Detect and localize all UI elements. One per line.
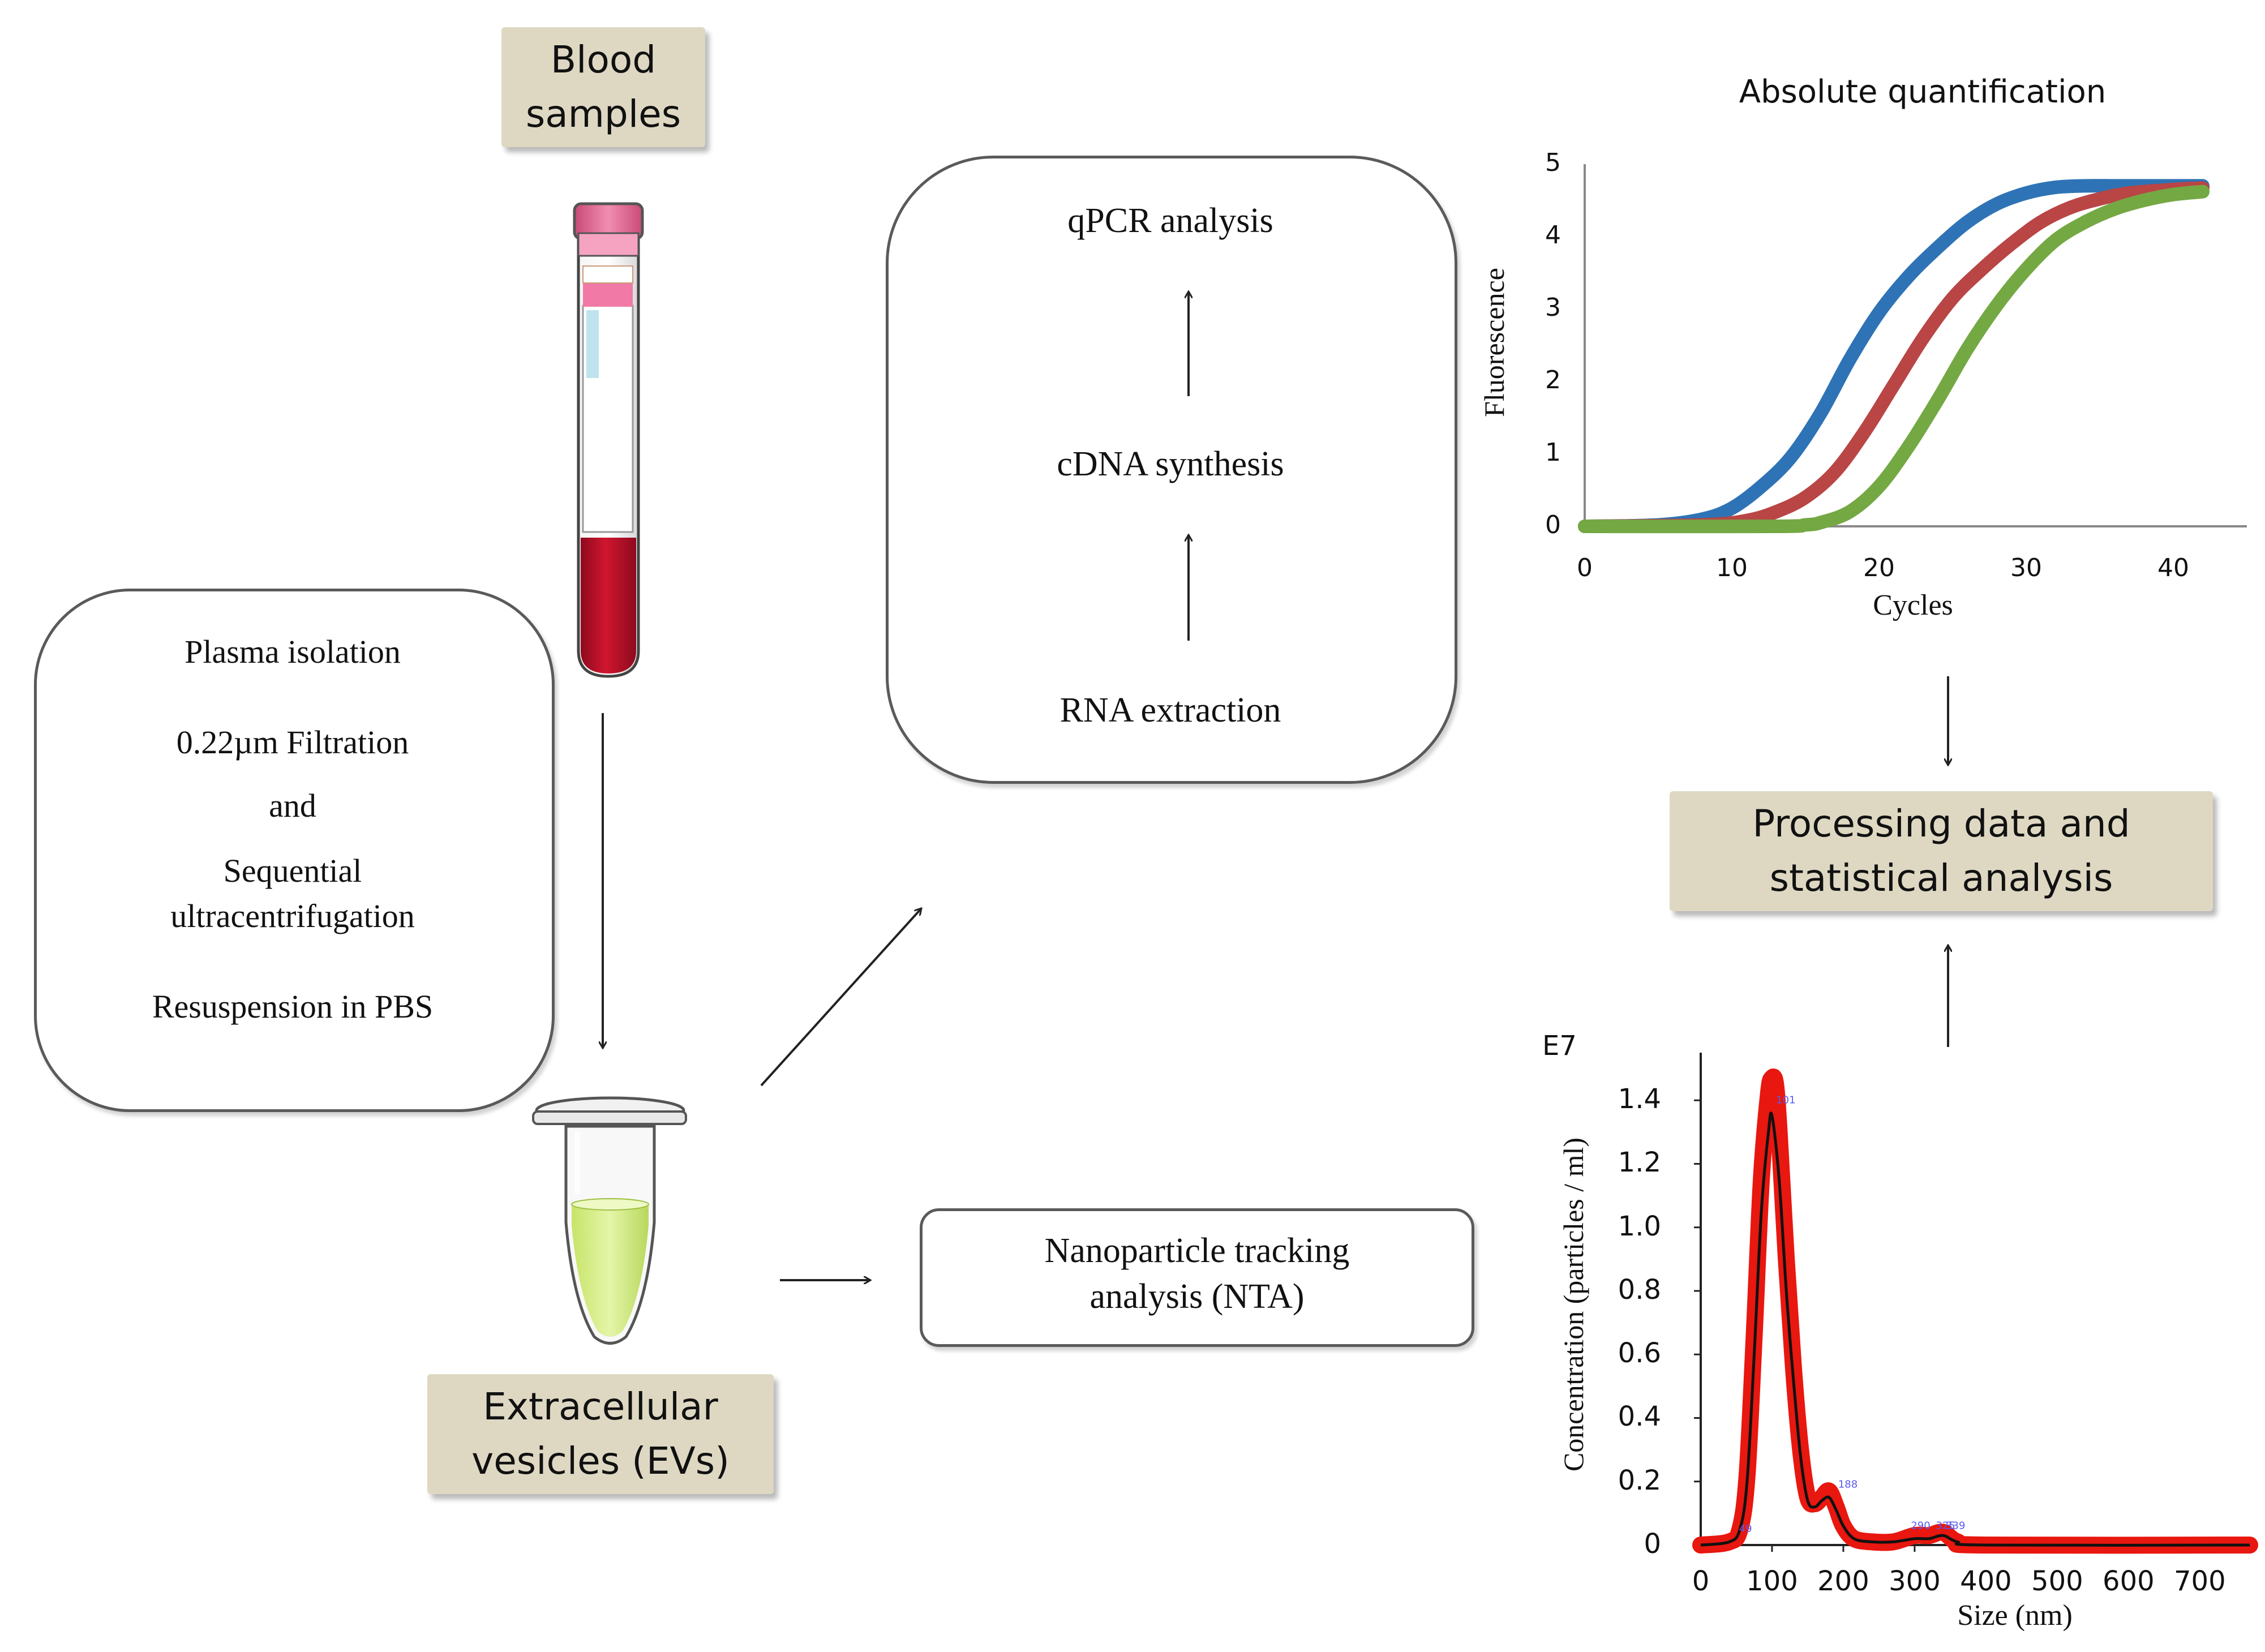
- nta-y-axis-label: Concentration (particles / ml): [1558, 1137, 1589, 1472]
- nta-y-multiplier: E7: [1542, 1030, 1577, 1062]
- qpcr-y-axis-label: Fluorescence: [1478, 268, 1510, 417]
- nta-text: Nanoparticle tracking analysis (NTA): [923, 1228, 1472, 1319]
- processing-line-1: Processing data and: [1752, 802, 2130, 846]
- nta-peak-label: 49: [1739, 1523, 1752, 1535]
- nta-peak-label: 325: [1936, 1520, 1955, 1532]
- plasma-isolation-text: Plasma isolation: [185, 633, 401, 670]
- nta-line-1: Nanoparticle tracking: [1044, 1232, 1350, 1270]
- plasma-isolation-box: [34, 589, 555, 1112]
- microtube-group: [532, 1096, 687, 1345]
- rna-extraction-step: RNA extraction: [1059, 691, 1281, 730]
- nta-line-2: analysis (NTA): [1089, 1277, 1305, 1316]
- nta-x-tick-label: 0: [1692, 1565, 1710, 1597]
- qpcr-x-tick-label: 20: [1863, 553, 1895, 582]
- blood-samples-line-1: Blood: [550, 38, 657, 82]
- cdna-synthesis-step: cDNA synthesis: [1057, 445, 1284, 483]
- nta-x-axis-label: Size (nm): [1957, 1599, 2073, 1632]
- qpcr-y-tick-label: 4: [1545, 221, 1561, 250]
- qpcr-amplification-curve: [1578, 181, 2210, 533]
- qpcr-x-tick-label: 0: [1577, 553, 1593, 582]
- qpcr-x-tick-label: 40: [2157, 553, 2189, 582]
- nta-y-tick-label: 0: [1644, 1528, 1661, 1560]
- nta-x-tick-label: 700: [2174, 1565, 2226, 1597]
- qpcr-y-tick-label: 2: [1545, 366, 1561, 394]
- qpcr-y-tick-label: 5: [1545, 148, 1561, 177]
- nta-x-tick-label: 600: [2103, 1565, 2155, 1597]
- nta-peak-label: 188: [1838, 1479, 1858, 1491]
- qpcr-x-tick-label: 10: [1716, 553, 1748, 582]
- nta-y-tick-label: 1.4: [1618, 1083, 1661, 1115]
- rna-workflow-box: [886, 156, 1457, 784]
- nta-y-tick-label: 1.2: [1618, 1147, 1661, 1179]
- nta-y-tick-label: 1.0: [1618, 1210, 1661, 1242]
- qpcr-chart-title: Absolute quantification: [1739, 74, 2107, 110]
- evs-label: Extracellular vesicles (EVs): [427, 1374, 774, 1494]
- qpcr-y-tick-label: 3: [1545, 293, 1561, 322]
- nta-peak-label: 290: [1911, 1520, 1930, 1532]
- filtration-text: 0.22µm Filtration: [176, 724, 409, 761]
- nta-y-tick-label: 0.2: [1618, 1464, 1661, 1496]
- evs-line-2: vesicles (EVs): [471, 1439, 730, 1483]
- blood-tube-group: [573, 202, 644, 678]
- nta-x-tick-label: 300: [1889, 1565, 1941, 1597]
- arrow-evs-to-workflow: [760, 908, 921, 1087]
- nta-y-tick-label: 0.8: [1618, 1273, 1661, 1306]
- qpcr-y-tick-label: 0: [1545, 510, 1561, 539]
- nta-box: [920, 1208, 1474, 1347]
- sequential-text: Sequential: [223, 852, 362, 889]
- qpcr-analysis-step: qPCR analysis: [1067, 201, 1273, 240]
- nta-x-tick-label: 200: [1817, 1565, 1869, 1597]
- nta-mean-curve: [1700, 1112, 2250, 1547]
- processing-data-label: Processing data and statistical analysis: [1670, 791, 2213, 911]
- evs-line-1: Extracellular: [483, 1385, 718, 1429]
- nta-x-tick-label: 100: [1746, 1565, 1798, 1597]
- qpcr-y-tick-label: 1: [1545, 438, 1561, 467]
- ultracentrifugation-text: ultracentrifugation: [170, 898, 415, 934]
- resuspension-text: Resuspension in PBS: [152, 988, 434, 1025]
- and-text: and: [269, 787, 316, 824]
- nta-y-tick-label: 0.6: [1618, 1337, 1661, 1370]
- nta-x-tick-label: 500: [2031, 1565, 2083, 1597]
- nta-error-band: [1692, 1069, 2258, 1554]
- blood-samples-line-2: samples: [525, 92, 681, 136]
- qpcr-x-axis-label: Cycles: [1873, 589, 1953, 621]
- qpcr-amplification-curve: [1578, 179, 2210, 533]
- nta-y-tick-label: 0.4: [1618, 1401, 1661, 1433]
- nta-peak-label: 101: [1776, 1094, 1795, 1106]
- processing-line-2: statistical analysis: [1769, 856, 2113, 900]
- nta-x-tick-label: 400: [1960, 1565, 2012, 1597]
- qpcr-amplification-curve: [1578, 184, 2210, 534]
- nta-peak-label: 339: [1946, 1520, 1965, 1532]
- qpcr-x-tick-label: 30: [2010, 553, 2042, 582]
- blood-samples-label: Blood samples: [501, 27, 705, 147]
